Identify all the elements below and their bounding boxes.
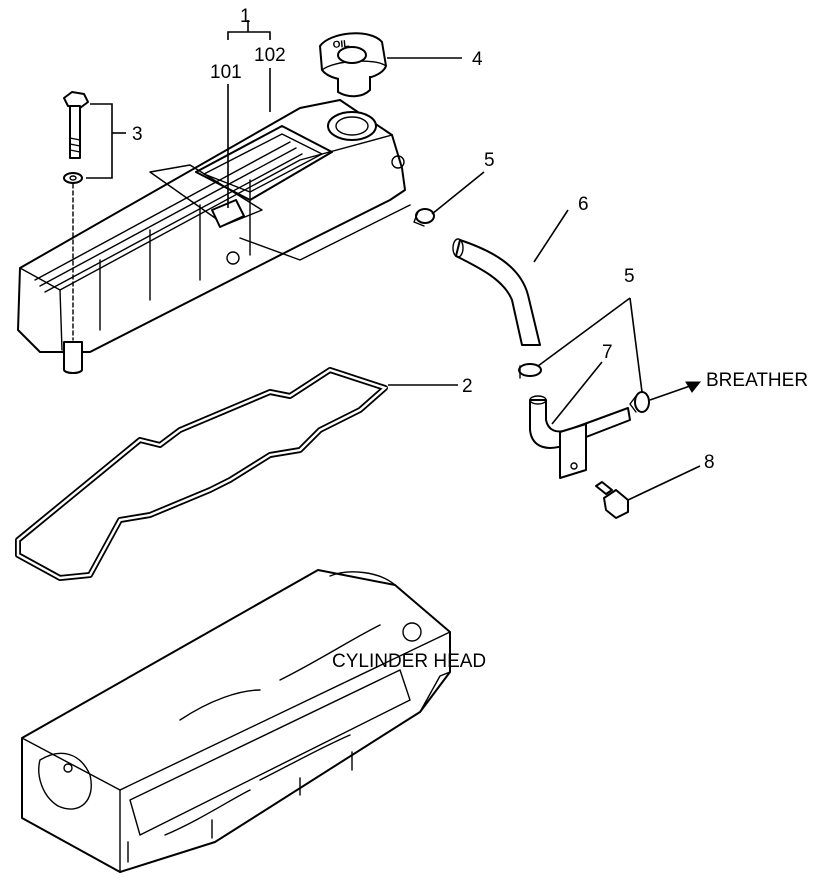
valve-cover-gasket [15,367,388,581]
callout-7: 7 [602,342,613,363]
breather-tube [529,395,631,479]
callout-102: 102 [254,45,286,66]
oil-filler-cap: OIL [319,32,387,98]
valve-cover [17,99,411,374]
breather-hose [452,238,541,346]
cylinder-head [21,569,451,873]
breather-label: BREATHER [706,370,808,391]
oil-cap-text: OIL [332,39,350,51]
leader-lines [86,20,702,501]
hose-clamp-middle [518,363,542,379]
callout-5-upper: 5 [484,150,495,171]
callout-3: 3 [132,124,143,145]
cylinder-head-label: CYLINDER HEAD [332,651,486,672]
callout-8: 8 [704,452,715,473]
callout-5-lower: 5 [624,266,635,287]
bolt-and-washer [63,91,89,341]
callout-6: 6 [578,194,589,215]
hose-clamp-upper [413,208,435,227]
callout-2: 2 [462,376,473,397]
hose-clamp-right [629,391,650,413]
callout-101: 101 [210,62,242,83]
callout-1: 1 [240,6,251,27]
mounting-bolt [595,481,629,519]
callout-4: 4 [472,49,483,70]
